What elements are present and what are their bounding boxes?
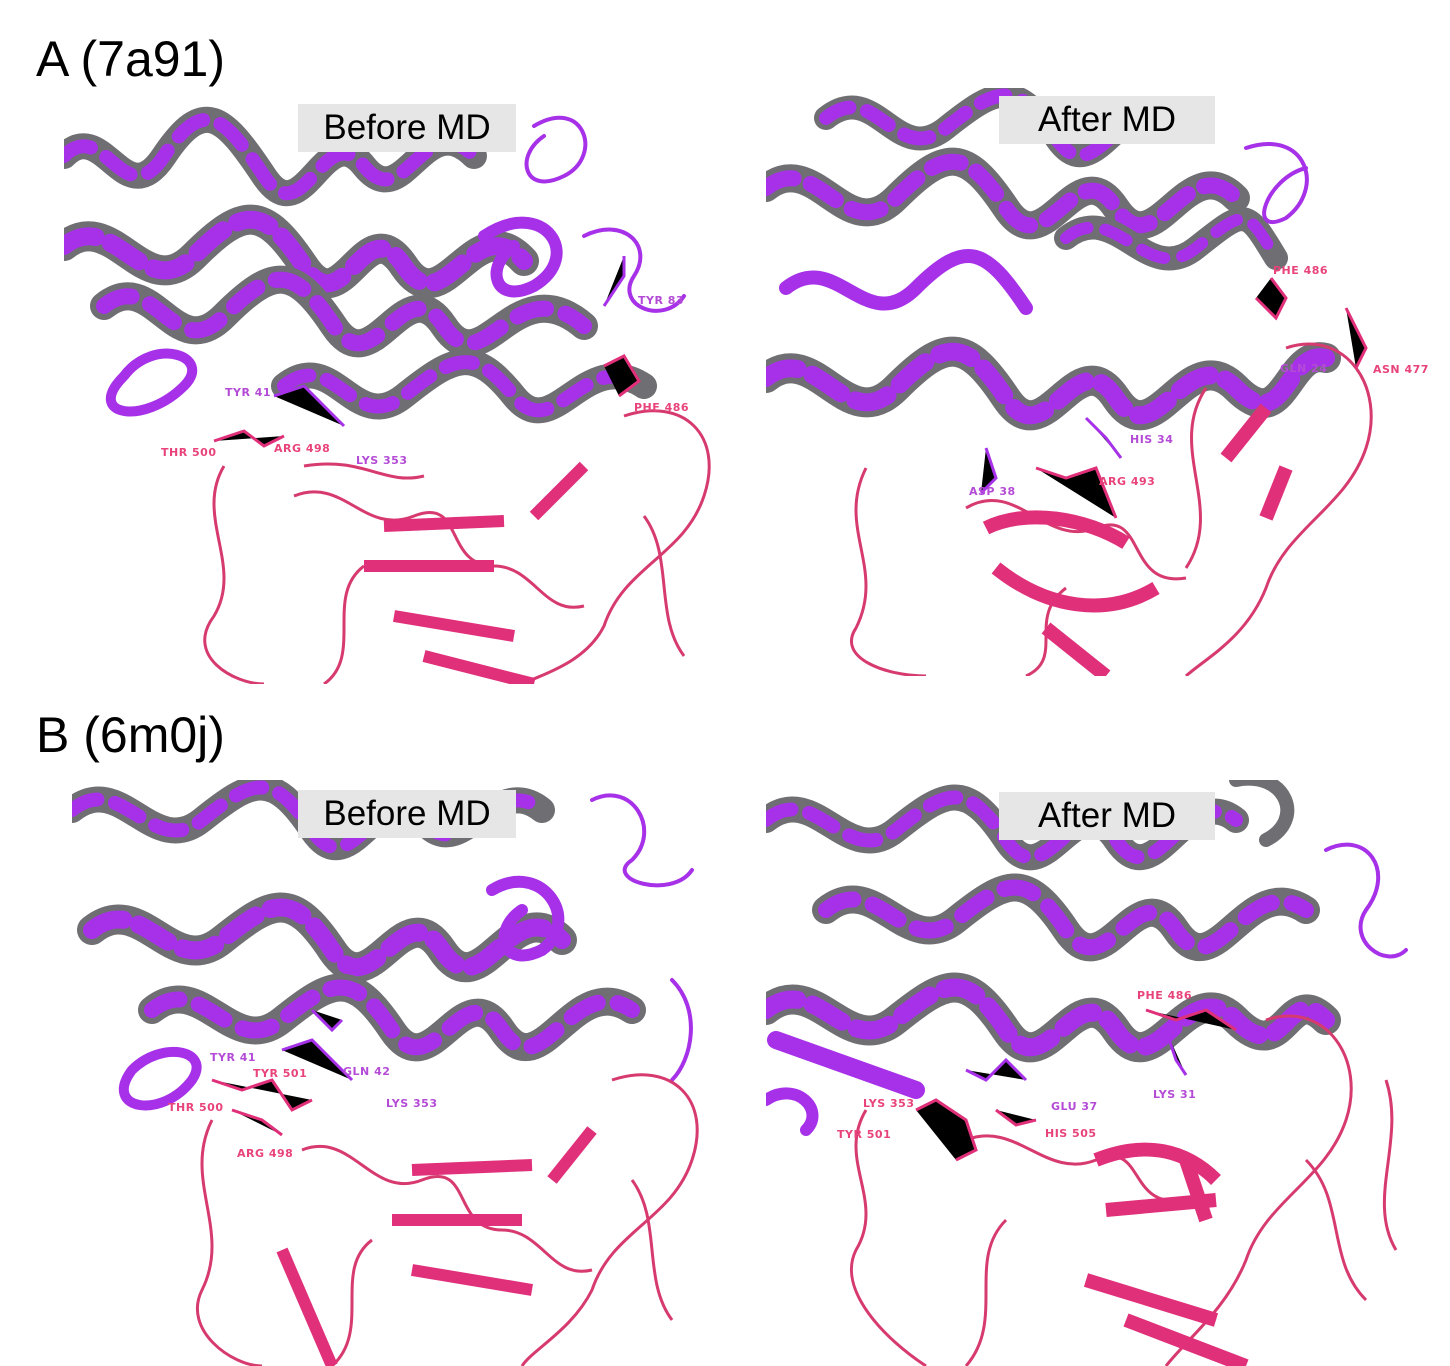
residue-label: GLN 42 [343,1065,391,1078]
panel-b-before-md: Before MD TYR 41 TYR 501 GLN 42 THR 500 … [72,780,734,1366]
residue-label: ASN 477 [1373,363,1429,376]
residue-label: LYS 353 [863,1097,915,1110]
residue-label: TYR 501 [837,1128,892,1141]
residue-label: TYR 83 [638,294,685,307]
before-md-label: Before MD [298,104,516,152]
residue-label: LYS 31 [1153,1088,1197,1101]
residue-label: TYR 41 [225,386,272,399]
residue-label: PHE 486 [1137,989,1193,1002]
residue-label: ASP 38 [969,485,1016,498]
residue-label: GLU 37 [1051,1100,1098,1113]
protein-structure-image [72,780,699,1366]
residue-label: TYR 41 [210,1051,257,1064]
protein-structure-image [766,88,1373,676]
residue-label: THR 500 [161,446,217,459]
residue-label: PHE 486 [634,401,690,414]
panel-a-before-md: Before MD TYR 83 TYR 41 PHE 486 THR 500 … [64,96,734,684]
panel-b-after-md: After MD PHE 486 LYS 353 GLU 37 LYS 31 T… [766,780,1436,1366]
section-a-title: A (7a91) [36,31,226,87]
residue-label: ARG 498 [237,1147,294,1160]
residue-label: LYS 353 [386,1097,438,1110]
before-md-label: Before MD [298,790,516,838]
after-md-label: After MD [999,792,1215,840]
protein-structure-image [64,106,711,684]
residue-label: GLN 24 [1280,362,1328,375]
residue-label: HIS 34 [1130,433,1174,446]
residue-label: TYR 501 [253,1067,308,1080]
residue-label: ARG 498 [274,442,331,455]
after-md-label: After MD [999,96,1215,144]
section-b-title: B (6m0j) [36,707,225,763]
residue-label: PHE 486 [1273,264,1329,277]
residue-label: LYS 353 [356,454,408,467]
residue-label: ARG 493 [1099,475,1156,488]
protein-structure-image [766,780,1408,1366]
panel-a-after-md: After MD PHE 486 GLN 24 ASN 477 HIS 34 A… [766,88,1436,676]
residue-label: HIS 505 [1045,1127,1097,1140]
residue-label: THR 500 [168,1101,224,1114]
